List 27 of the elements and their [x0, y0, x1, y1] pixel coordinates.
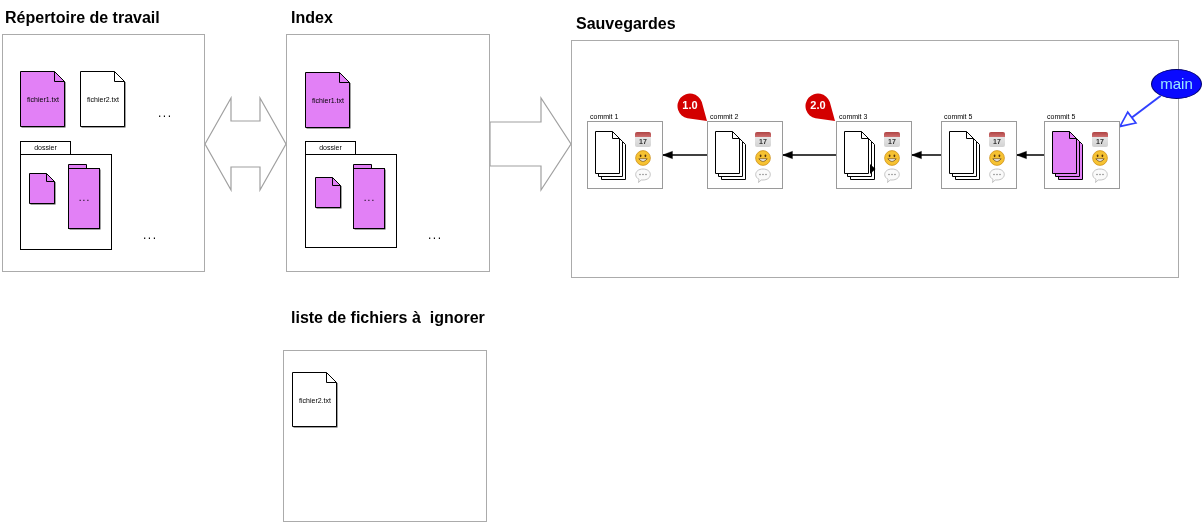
panel-title: Sauvegardes: [576, 14, 676, 33]
arrow: [911, 151, 942, 159]
file-shape: [20, 71, 66, 128]
folder: [68, 164, 101, 230]
arrow: [662, 151, 708, 159]
version-tag: 2.0: [804, 93, 836, 123]
file-shape: [315, 177, 342, 209]
file-shape: [292, 372, 338, 428]
ellipsis-text: ...: [363, 191, 376, 203]
arrow: [1016, 151, 1045, 159]
panel-title: Répertoire de travail: [5, 8, 160, 27]
panel-title: Index: [291, 8, 333, 27]
panel-title: liste de fichiers à ignorer: [291, 308, 485, 327]
file-shape: [29, 173, 56, 205]
ellipsis-text: ...: [78, 191, 91, 203]
version-tag: 1.0: [676, 93, 708, 123]
folder: [353, 164, 386, 230]
arrow: [1119, 94, 1162, 128]
block-arrow: [489, 96, 572, 192]
branch-tag: main: [1151, 69, 1202, 99]
file-shape: [305, 72, 351, 129]
ellipsis-text: ...: [428, 229, 443, 241]
block-arrow: [204, 95, 287, 193]
file-shape: [80, 71, 126, 128]
arrow: [782, 151, 837, 159]
ellipsis-text: ...: [143, 229, 158, 241]
ellipsis-text: ...: [158, 107, 173, 119]
